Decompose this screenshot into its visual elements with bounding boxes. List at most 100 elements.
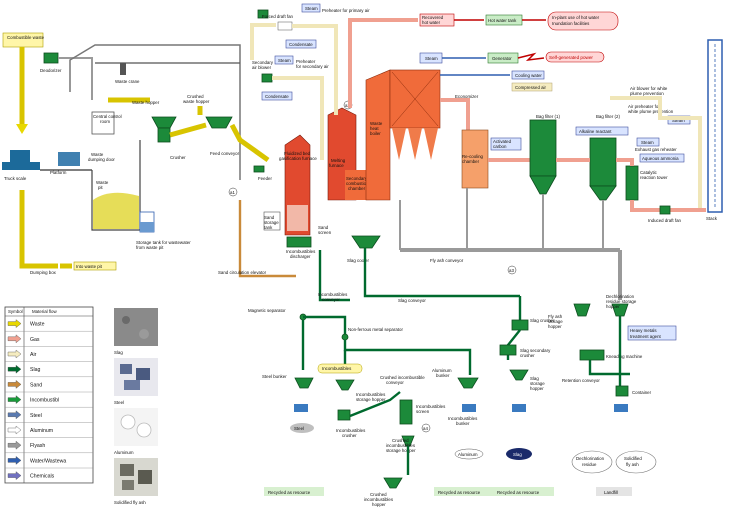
- bag-filter-1-label: Bag filter (1): [536, 114, 560, 119]
- slag-photo-grain-2: [139, 329, 149, 339]
- steam-box-mid: [274, 55, 294, 65]
- recycled-slag-label: Recycled as resource: [497, 490, 540, 495]
- heavy-metals-label-2: treatment agent: [630, 334, 662, 339]
- incomb-bunker-label-2: bunker: [456, 421, 470, 426]
- secondary-combustion-label-1: Secondary: [346, 176, 368, 181]
- catalytic-label-1: Catalytic: [640, 170, 658, 175]
- aqueous-ammonia-label: Aqueous ammonia: [642, 156, 679, 161]
- legend-row-label: Steel: [30, 413, 42, 419]
- platform-label: Platform: [50, 170, 67, 175]
- slag-product-label: Slag: [513, 452, 522, 457]
- steam-mid-label: Steam: [278, 58, 291, 63]
- heavy-metals-box: [627, 325, 677, 341]
- incomb-discharger-label-1: Incombustibles: [286, 249, 316, 254]
- feeder-unit: [253, 165, 265, 173]
- generator-label: Generator: [492, 56, 512, 61]
- fly-ash-storage-label-2: storage: [548, 319, 563, 324]
- crushed-storage-label-2: incombustibles: [386, 443, 416, 448]
- deodorizer-unit: [43, 52, 59, 64]
- crusher-unit: [157, 127, 171, 143]
- preheater-primary-label: Preheater for primary air: [322, 8, 370, 13]
- steel-piece-1: [120, 364, 132, 374]
- slag-storage-label-2: storage: [530, 381, 545, 386]
- legend-symbol-icon: [7, 379, 22, 389]
- aluminum-bunker-label-2: bunker: [436, 373, 450, 378]
- incomb-crusher: [337, 409, 351, 421]
- steel-product-label: Steel: [294, 426, 304, 431]
- bag-filter-2: [589, 137, 617, 187]
- slag-photo: [114, 308, 158, 346]
- dechlor-product-label-2: residue: [582, 462, 597, 467]
- slag-storage-label-3: hopper: [530, 386, 544, 391]
- deodorizer-duct: [58, 57, 93, 100]
- feed-conveyor-label: Feed conveyor: [210, 151, 240, 156]
- incomb-conveyor-label-1: Incombustibles: [318, 292, 348, 297]
- power-bolt: [517, 52, 545, 62]
- slag-secondary-label-1: Slag secondary: [520, 348, 551, 353]
- waste-heat-boiler-tower: [365, 69, 391, 201]
- legend: Symbol Material flow WasteGasAirSlagSand…: [4, 306, 94, 484]
- preheater-secondary-label-1: Preheater: [296, 59, 316, 64]
- truck-scale-label: Truck scale: [4, 176, 27, 181]
- fly-ash-storage-label-1: Fly ash: [548, 314, 563, 319]
- legend-header-symbol: Symbol: [8, 309, 23, 314]
- steam-box-reheater: [636, 137, 660, 147]
- sand-storage-label-2: storage: [264, 220, 279, 225]
- catalytic-reaction-tower: [625, 165, 639, 201]
- slag-conveyor-label: Slag conveyor: [398, 298, 426, 303]
- fly-ash-truck: [614, 404, 628, 412]
- crushed-hopper-label-1: Crushed: [370, 492, 387, 497]
- dumping-box-feed: [19, 190, 58, 269]
- forced-draft-label: Forced draft fan: [262, 14, 294, 19]
- legend-symbol-icon: [7, 334, 22, 344]
- bag-filter-1-hopper: [529, 175, 557, 195]
- waste-label: Waste: [91, 152, 104, 157]
- waste-heat-label-2: heat: [370, 126, 379, 131]
- crushed-hopper-label-2: incombustibles: [364, 497, 394, 502]
- magnetic-separator-label: Magnetic separator: [248, 308, 286, 313]
- steel-piece-2: [136, 368, 150, 380]
- condensate-2-label: Condensate: [265, 94, 289, 99]
- activated-carbon-box: [490, 137, 522, 151]
- self-power-box: [545, 51, 605, 63]
- heavy-metals-label-1: Heavy metals: [630, 328, 657, 333]
- steel-piece-3: [124, 380, 140, 390]
- waste-crane-label: Waste crane: [115, 79, 140, 84]
- into-waste-pit-label: Into waste pit: [76, 264, 103, 269]
- air-blower-wp-label-1: Air blower for white: [630, 86, 668, 91]
- economizer-label: Economizer: [455, 94, 479, 99]
- boiler-hopper-3: [424, 128, 438, 160]
- secondary-air-blower-label-1: Secondary: [252, 60, 274, 65]
- secondary-air-blower-label-2: air blower: [252, 65, 272, 70]
- legend-symbol-icon: [7, 471, 22, 481]
- fly-ash-caption: Solidified fly ash: [114, 500, 146, 505]
- slag-caption: Slag: [114, 350, 123, 355]
- boiler-hopper-1: [392, 128, 406, 160]
- hot-water-use-label-1: In-plant use of hot water: [552, 15, 600, 20]
- residue-handling: Incombustibles conveyor Slag conveyor Ma…: [248, 248, 677, 507]
- a4-marker: [421, 423, 431, 433]
- waste-heat-label-1: Waste: [370, 121, 383, 126]
- hot-water-use-label-2: Inundation facilities: [552, 21, 590, 26]
- preheater-secondary-label-2: for secondary air: [296, 64, 329, 69]
- solidified-product-label-1: Solidified: [624, 456, 642, 461]
- incomb-discharger-label-2: discharger: [290, 254, 311, 259]
- dumping-door-label: dumping door: [88, 157, 115, 162]
- steel-caption: Steel: [114, 400, 124, 405]
- recovered-hot-water-label-2: hot water: [422, 20, 441, 25]
- incomb-conveyor-label-2: conveyor: [322, 297, 340, 302]
- incomb-screen-label-1: Incombustibles: [416, 404, 446, 409]
- secondary-air-pipe: [272, 76, 324, 160]
- crushed-waste-hopper: [205, 116, 233, 129]
- into-waste-pit-box: [73, 261, 117, 271]
- legend-row-label: Air: [30, 352, 37, 358]
- incomb-crusher-label-1: Incombustibles: [336, 428, 366, 433]
- kneading-label: Kneading machine: [606, 354, 643, 359]
- sand-circulation-label: Sand circulation elevator: [218, 270, 267, 275]
- legend-row-label: Gas: [30, 337, 40, 343]
- air-steam-system: Forced draft fan Steam Preheater for pri…: [250, 3, 619, 160]
- bag-filter-2-hopper: [589, 185, 617, 201]
- induced-draft-fan: [659, 205, 671, 215]
- slag-truck: [512, 404, 526, 412]
- dechlor-product-label-1: Dechlorination: [576, 456, 605, 461]
